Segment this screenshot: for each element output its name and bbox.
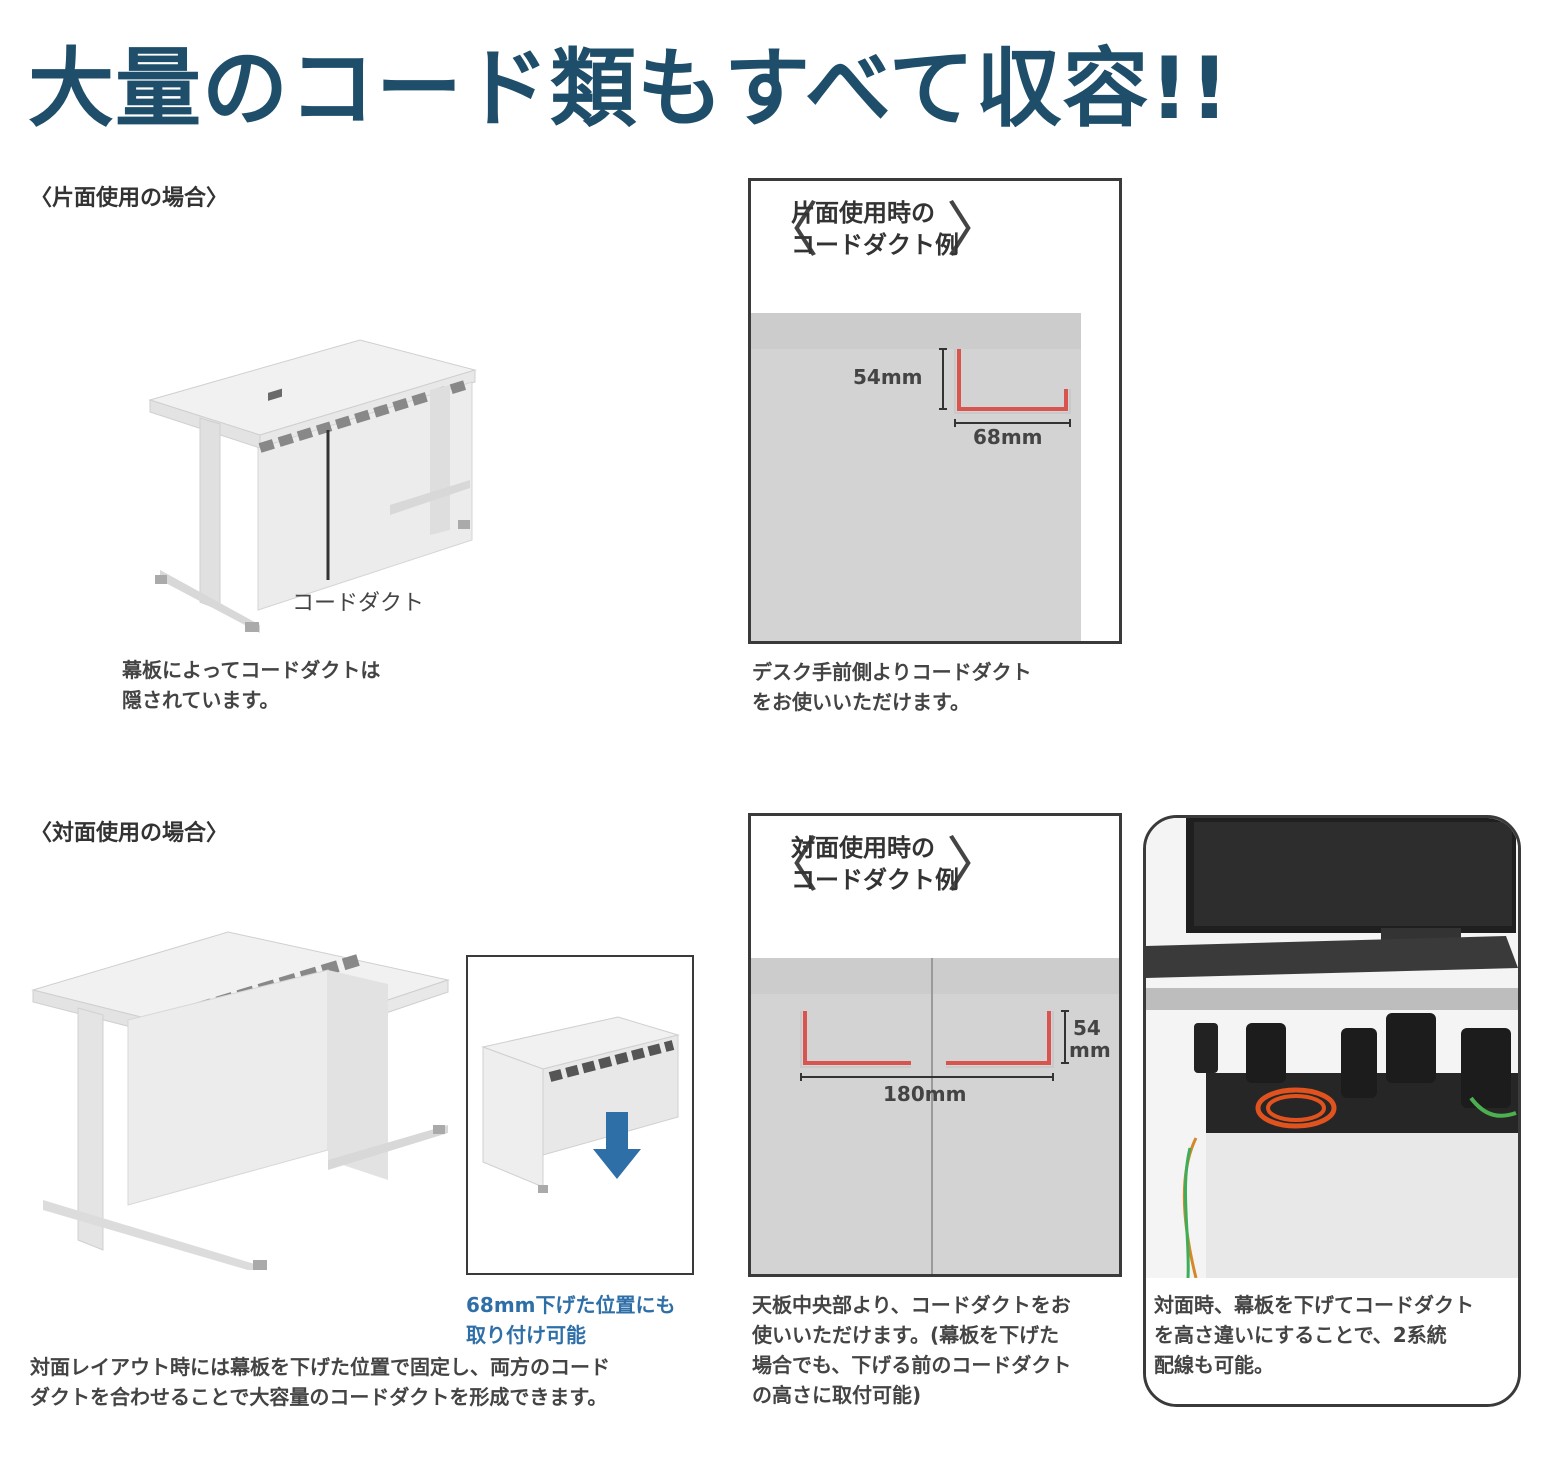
double-desk-caption-line1: 対面レイアウト時には幕板を下げた位置で固定し、両方のコード: [30, 1355, 610, 1379]
single-panel-caption-line2: をお使いいただけます。: [752, 690, 970, 714]
lowered-panel-caption: 68mm下げた位置にも 取り付け可能: [466, 1290, 676, 1350]
wiring-photo-caption-line1: 対面時、幕板を下げてコードダクト: [1154, 1293, 1474, 1317]
single-side-label: 〈片面使用の場合〉: [30, 186, 229, 211]
double-panel-caption: 天板中央部より、コードダクトをお 使いいただけます。(幕板を下げた 場合でも、下…: [752, 1290, 1071, 1410]
double-desk-illustration: [31, 931, 450, 1270]
single-desk-caption-line2: 隠されています。: [122, 688, 280, 712]
wiring-photo-caption-line3: 配線も可能。: [1154, 1353, 1274, 1377]
right-bracket-icon: 〉: [946, 831, 1006, 901]
lowered-panel-caption-line2: 取り付け可能: [466, 1323, 586, 1347]
double-desk-caption-line2: ダクトを合わせることで大容量のコードダクトを形成できます。: [30, 1385, 608, 1409]
double-desk-caption: 対面レイアウト時には幕板を下げた位置で固定し、両方のコード ダクトを合わせること…: [30, 1352, 610, 1412]
double-dim-height-top: 54: [1073, 1016, 1101, 1040]
right-bracket-icon: 〉: [946, 196, 1006, 266]
double-panel-caption-line3: 場合でも、下げる前のコードダクト: [752, 1353, 1072, 1377]
single-desk-callout: コードダクト: [292, 591, 425, 616]
single-desk-caption: 幕板によってコードダクトは 隠されています。: [122, 655, 380, 715]
single-panel-caption: デスク手前側よりコードダクト をお使いいただけます。: [752, 657, 1032, 717]
wiring-photo-caption: 対面時、幕板を下げてコードダクト を高さ違いにすることで、2系統 配線も可能。: [1154, 1290, 1474, 1380]
down-arrow-icon: [593, 1112, 641, 1179]
lowered-panel-caption-line1: 68mm下げた位置にも: [466, 1293, 676, 1317]
double-panel-caption-line1: 天板中央部より、コードダクトをお: [752, 1293, 1071, 1317]
small-desk-illustration: [481, 1016, 680, 1193]
wiring-photo-caption-line2: を高さ違いにすることで、2系統: [1154, 1323, 1447, 1347]
single-duct-diagram: [939, 348, 1071, 427]
double-duct-diagram: [800, 1010, 1069, 1081]
double-panel-caption-line2: 使いいただけます。(幕板を下げた: [752, 1323, 1060, 1347]
double-panel-heading-line1: 対面使用時の: [791, 834, 935, 862]
wiring-photo-panel: 対面時、幕板を下げてコードダクト を高さ違いにすることで、2系統 配線も可能。: [1143, 815, 1521, 1407]
single-panel-caption-line1: デスク手前側よりコードダクト: [752, 660, 1032, 684]
single-desk-illustration: [148, 339, 477, 633]
page-title: 大量のコード類もすべて収容!!: [28, 39, 1230, 139]
single-dim-height: 54mm: [853, 365, 923, 389]
left-bracket-icon: 〈: [759, 196, 819, 266]
single-dim-width: 68mm: [973, 425, 1043, 449]
single-desk-caption-line1: 幕板によってコードダクトは: [122, 658, 381, 682]
double-side-label: 〈対面使用の場合〉: [30, 821, 229, 846]
double-dim-width: 180mm: [883, 1082, 967, 1106]
double-panel-heading-line2: コードダクト例: [791, 866, 959, 894]
single-duct-example-panel: 〈 〉 片面使用時の コードダクト例 54mm 68mm: [748, 178, 1122, 644]
left-bracket-icon: 〈: [759, 831, 819, 901]
double-duct-example-panel: 〈 〉 対面使用時の コードダクト例 54 mm 180mm: [748, 813, 1122, 1277]
double-panel-caption-line4: の高さに取付可能): [752, 1383, 922, 1407]
wiring-photo: [1146, 818, 1518, 1278]
lowered-panel-inset: [466, 955, 694, 1275]
single-panel-heading-line1: 片面使用時の: [791, 199, 935, 227]
single-panel-heading-line2: コードダクト例: [791, 231, 959, 259]
double-dim-height-bottom: mm: [1069, 1038, 1111, 1062]
